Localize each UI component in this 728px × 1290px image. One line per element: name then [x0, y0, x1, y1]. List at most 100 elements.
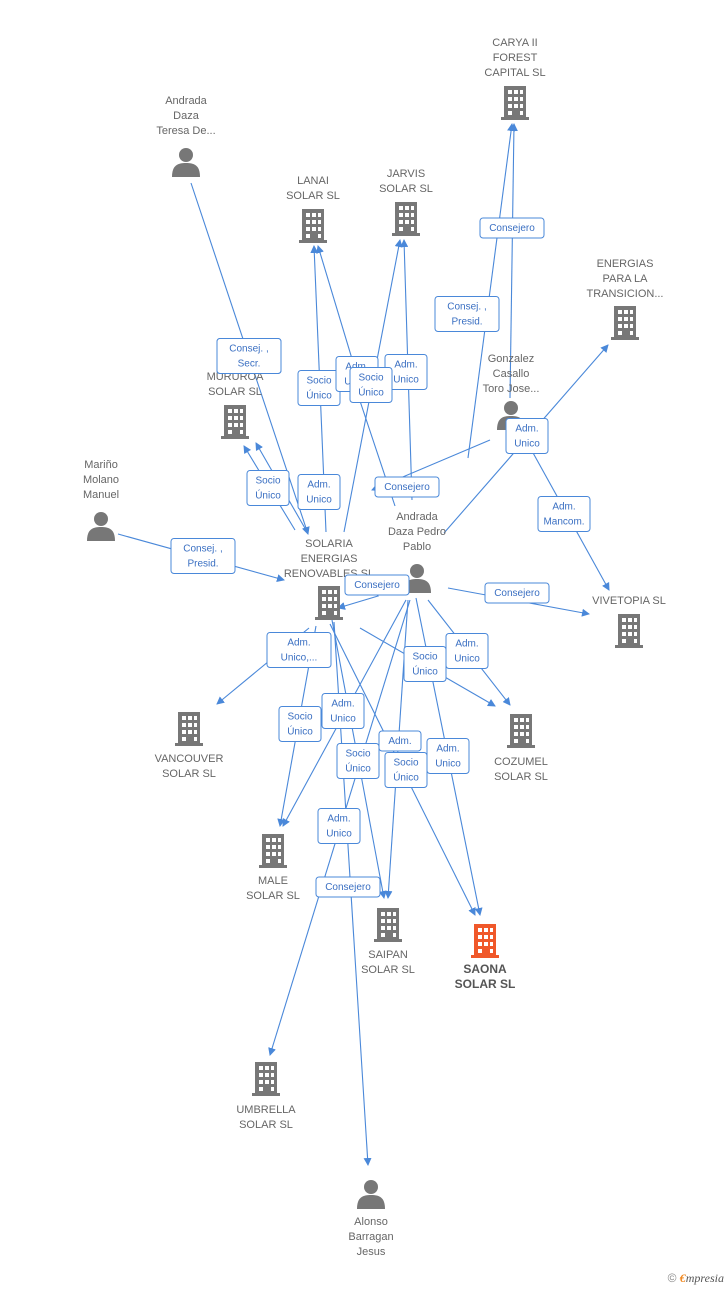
relation-label-box — [321, 693, 365, 729]
building-icon — [221, 405, 249, 439]
relation-label[interactable]: Adm. Unico — [505, 418, 549, 454]
node-label: Casallo — [493, 368, 530, 380]
relation-label[interactable]: Adm.Unico,... — [266, 632, 332, 668]
relation-label[interactable]: Consej. ,Secr. — [216, 338, 282, 374]
relation-label-text: Único — [412, 665, 438, 678]
relation-label-box — [505, 418, 549, 454]
relation-label-text: Único — [287, 725, 313, 738]
relation-label-box — [434, 296, 500, 332]
relation-label-text: Único — [393, 771, 419, 784]
relation-label[interactable]: Adm.Unico — [297, 474, 341, 510]
building-icon — [374, 908, 402, 942]
relation-label-text: Unico — [393, 375, 419, 386]
brand-logo-text: mpresia — [685, 1271, 724, 1285]
relation-label-text: Adm. — [394, 360, 417, 371]
node-label: SOLAR SL — [246, 890, 300, 902]
relation-label-text: Adm. — [327, 814, 350, 825]
building-icon — [315, 586, 343, 620]
building-icon — [471, 924, 499, 958]
relation-label[interactable]: Adm. Unico — [317, 808, 361, 844]
relation-label-text: Consej. , — [183, 544, 222, 555]
node-label: SOLAR SL — [162, 768, 216, 780]
relation-label[interactable]: Consejero — [484, 582, 550, 604]
node-label: LANAI — [297, 175, 329, 187]
person-icon — [357, 1180, 385, 1209]
relation-label[interactable]: Consej. ,Presid. — [170, 538, 236, 574]
person-icon — [172, 148, 200, 177]
relation-label-text: Unico,... — [281, 653, 318, 664]
relation-label[interactable]: Adm.Unico — [321, 693, 365, 729]
relation-edge — [509, 123, 518, 399]
relation-label-box — [317, 808, 361, 844]
node-label: UMBRELLA — [236, 1104, 296, 1116]
building-icon — [611, 306, 639, 340]
relation-label-text: Unico — [514, 439, 540, 450]
brand-logo[interactable]: €mpresia — [680, 1271, 724, 1285]
relation-label-box — [349, 367, 393, 403]
relation-label-box — [246, 470, 290, 506]
relation-label[interactable]: Consejero — [479, 217, 545, 239]
node-label: ENERGIAS — [597, 258, 654, 270]
building-icon — [175, 712, 203, 746]
relation-label-box — [378, 730, 422, 752]
relation-label[interactable]: Adm.Unico — [445, 633, 489, 669]
relation-label-text: Adm. — [515, 424, 538, 435]
building-icon — [252, 1062, 280, 1096]
relation-label-text: Consejero — [354, 580, 400, 591]
relation-label-text: Socio — [393, 758, 418, 769]
node-label: Molano — [83, 474, 119, 486]
relation-label-box — [315, 876, 381, 898]
relation-label-box — [266, 632, 332, 668]
building-icon — [615, 614, 643, 648]
node-label: Andrada — [165, 95, 207, 107]
relation-label-text: Socio — [287, 712, 312, 723]
relation-label[interactable]: Adm. — [378, 730, 422, 752]
relation-label[interactable]: Adm. Unico — [384, 354, 428, 390]
relation-label-text: Mancom. — [543, 517, 584, 528]
relation-label[interactable]: Consejero — [374, 476, 440, 498]
relation-label-text: Unico — [306, 495, 332, 506]
relation-label-box — [537, 496, 591, 532]
relation-label[interactable]: Consejero — [344, 574, 410, 596]
node-label: Daza — [173, 110, 200, 122]
node-label: JARVIS — [387, 168, 425, 180]
node-label: Gonzalez — [488, 353, 534, 365]
relation-label-text: Consejero — [489, 223, 535, 234]
relation-label-text: Adm. — [455, 639, 478, 650]
relation-label[interactable]: Consej. ,Presid. — [434, 296, 500, 332]
relation-label[interactable]: Consejero — [315, 876, 381, 898]
building-icon — [259, 834, 287, 868]
relation-label-text: Único — [345, 762, 371, 775]
relation-label-text: Adm. — [552, 502, 575, 513]
node-vivetopia[interactable]: VIVETOPIA SL — [592, 595, 666, 648]
relation-label[interactable]: Adm.Unico — [426, 738, 470, 774]
relation-label[interactable]: Adm. Mancom. — [537, 496, 591, 532]
node-label: Manuel — [83, 489, 119, 501]
relation-label-text: Unico — [326, 829, 352, 840]
